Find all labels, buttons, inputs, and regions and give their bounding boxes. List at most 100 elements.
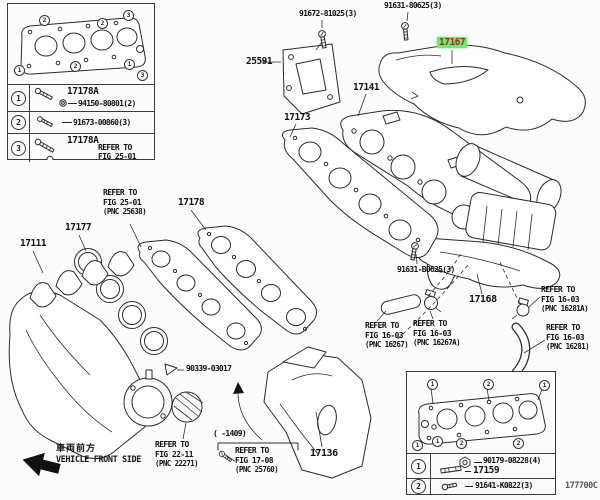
part-label-91631-80625-top[interactable]: 91631-80625(3) [384, 1, 442, 10]
refer-note-fig16-03-16267: REFER TO FIG 16-03 (PNC 16267) [365, 321, 409, 350]
bracket-25591-drawing [282, 43, 341, 115]
vehicle-front-label-en: VEHICLE FRONT SIDE [56, 455, 141, 465]
part-label-17167-highlighted[interactable]: 17167 [437, 37, 468, 48]
refer-line: FIG 16-03 [413, 328, 452, 338]
diagram-callout: 3 [137, 70, 148, 81]
refer-line: FIG 16-03 [546, 332, 585, 342]
table-row: 3 17178A REFER TO FIG 25-01 [8, 133, 154, 162]
vehicle-front-arrow [22, 452, 61, 477]
diagram-callout: 2 [97, 18, 108, 29]
diagram-callout: 1 [14, 65, 25, 76]
part-label-17159: 17159 [473, 465, 500, 476]
part-label-17173[interactable]: 17173 [284, 112, 311, 123]
right-fastener-table: 1 2 1 1 1 2 2 1 90179-08228(4) 17159 [406, 371, 556, 495]
gasket-22271-drawing [171, 391, 204, 423]
diagram-callout: 2 [39, 15, 50, 26]
part-label-17141[interactable]: 17141 [353, 82, 380, 93]
part-label-17178[interactable]: 17178 [178, 197, 205, 208]
refer-pnc: (PNC 25760) [235, 465, 279, 474]
diagram-callout: 1 [432, 436, 443, 447]
part-label-25591[interactable]: 25591 [246, 56, 273, 67]
highlight-17167[interactable]: 17167 [437, 37, 468, 48]
table-row: 1 90179-08228(4) 17159 [407, 453, 555, 478]
clip-90339-drawing [164, 363, 178, 376]
refer-line: FIG 17-08 [235, 455, 274, 465]
bolt-91631-top-icon [400, 21, 411, 41]
refer-line: REFER TO [413, 319, 447, 328]
refer-note-fig16-03-16281: REFER TO FIG 16-03 (PNC 16281) [546, 323, 590, 352]
left-gasket-art [20, 17, 146, 75]
vehicle-front-label-jp: 車両前方 [56, 444, 97, 454]
part-number: 91673-00860(3) [73, 118, 131, 127]
leader-lines [32, 11, 546, 462]
row-callout: 3 [11, 140, 26, 156]
heat-insulator-17168-drawing [415, 237, 561, 289]
hose-16267-drawing [380, 294, 421, 315]
refer-note-fig17-08: REFER TO FIG 17-08 (PNC 25760) [235, 446, 279, 475]
refer-note-fig16-03-16281a: REFER TO FIG 16-03 (PNC 16281A) [541, 285, 589, 314]
nut-icon [59, 99, 67, 107]
bolt-icon [34, 87, 53, 101]
refer-pnc: (PNC 16281A) [541, 304, 589, 313]
refer-pnc: (PNC 16267A) [413, 338, 461, 347]
refer-line: FIG 16-03 [365, 330, 404, 340]
catalytic-converter-drawing [425, 143, 562, 290]
diagram-callout: 3 [123, 10, 134, 21]
part-label-91672-81025[interactable]: 91672-81025(3) [299, 9, 357, 18]
range-note-label: ( -1409) [213, 429, 247, 438]
gasket-17178-drawing [197, 225, 318, 335]
refer-line: REFER TO [103, 188, 137, 197]
part-label-90339-03017[interactable]: 90339-03017 [186, 364, 232, 373]
diagram-callout: 1 [427, 379, 438, 390]
bolt-icon [34, 138, 55, 160]
part-number: 94150-80801(2) [78, 99, 136, 108]
bolt-icon [441, 482, 458, 491]
part-label-91631-b0625-mid[interactable]: 91631-B0625(3) [397, 265, 455, 274]
curved-arrow [233, 382, 263, 441]
right-table-gasket-diagram: 1 2 1 1 1 2 2 [407, 372, 555, 453]
refer-line: REFER TO [235, 446, 269, 455]
part-number: 90179-08228(4) [483, 456, 541, 465]
diagram-callout: 2 [483, 379, 494, 390]
refer-pnc: (PNC 16267) [365, 340, 409, 349]
bolt-icon [37, 116, 53, 127]
refer-25638-part-drawing [137, 239, 262, 351]
intake-manifold-17111-drawing [8, 251, 173, 459]
refer-note-line2: FIG 25-01 [98, 152, 137, 161]
part-number: 91641-K0822(3) [475, 481, 533, 490]
part-label-17177[interactable]: 17177 [65, 222, 92, 233]
diagram-callout: 2 [513, 438, 524, 449]
refer-line: FIG 22-11 [155, 449, 194, 459]
part-label-17178a: 17178A [67, 135, 99, 146]
refer-note-fig25-01: REFER TO FIG 25-01 (PNC 25638) [103, 188, 147, 217]
bolt-fig1708-icon [217, 449, 234, 464]
table-row: 1 17178A 94150-80801(2) [8, 84, 154, 111]
left-fastener-table: 2 2 3 1 2 1 3 1 17178A 94150-80801(2) [7, 3, 155, 162]
refer-note-line1: REFER TO [98, 143, 132, 152]
refer-line: REFER TO [365, 321, 399, 330]
diagram-callout: 1 [412, 440, 423, 451]
gasket-17173-drawing [281, 127, 439, 258]
refer-line: REFER TO [155, 440, 189, 449]
part-label-17168[interactable]: 17168 [469, 294, 497, 305]
refer-note-fig16-03-16267a: REFER TO FIG 16-03 (PNC 16267A) [413, 319, 461, 348]
table-row: 2 91673-00860(3) [8, 111, 154, 133]
diagram-callout: 2 [456, 438, 467, 449]
heat-insulator-17167-drawing [378, 44, 586, 136]
part-label-17111[interactable]: 17111 [20, 238, 47, 249]
refer-line: FIG 25-01 [103, 197, 142, 207]
row-callout: 2 [11, 115, 26, 130]
part-label-17178a: 17178A [67, 86, 99, 97]
diagram-callout: 2 [70, 61, 81, 72]
figure-code: 177700C [565, 481, 598, 491]
clamp-16267a-drawing [424, 289, 442, 313]
part-label-17136[interactable]: 17136 [310, 448, 338, 459]
table-row: 2 91641-K0822(3) [407, 478, 555, 494]
stud-bolt-icon [440, 465, 462, 474]
refer-pnc: (PNC 22271) [155, 459, 199, 468]
row-callout: 1 [411, 458, 426, 474]
refer-line: REFER TO [546, 323, 580, 332]
refer-note-fig22-11: REFER TO FIG 22-11 (PNC 22271) [155, 440, 199, 469]
